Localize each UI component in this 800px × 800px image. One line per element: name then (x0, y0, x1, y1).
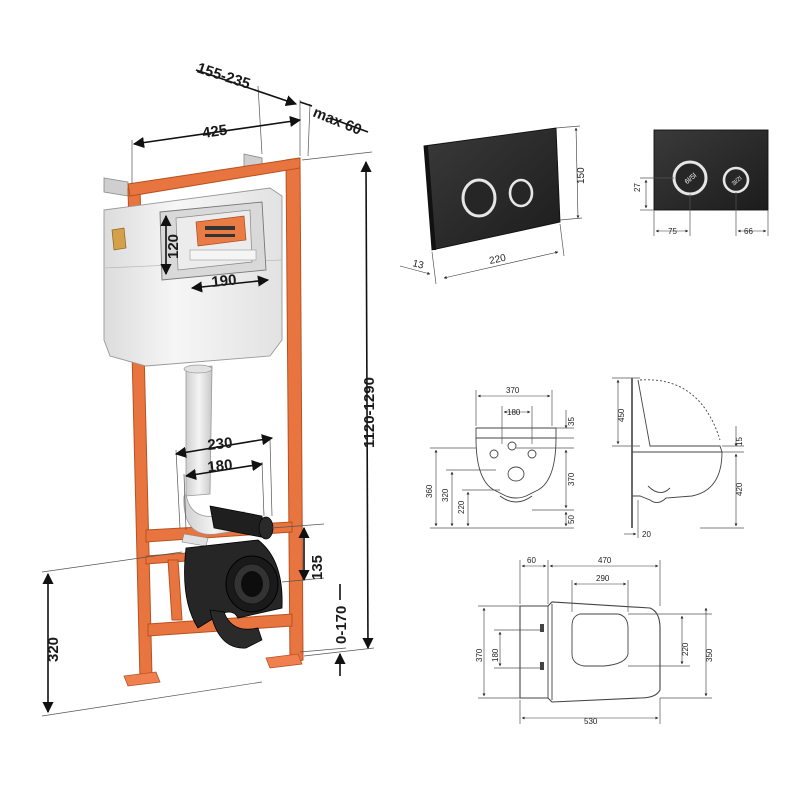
front-left-inner-label: 220 (457, 500, 466, 514)
plate-height-label: 150 (576, 167, 587, 184)
side-bottom-label: 420 (735, 482, 744, 496)
water-inlet (111, 227, 127, 251)
dim-floor-height: 320 (45, 637, 62, 662)
front-right-height-label: 370 (567, 472, 576, 486)
front-left-outer-label: 360 (425, 484, 434, 498)
bowl-side-view: 450 15 420 20 (612, 377, 744, 539)
top-right-inner-label: 220 (681, 642, 690, 656)
top-total-length-label: 530 (584, 717, 598, 726)
front-bottom-gap-label: 50 (567, 515, 576, 524)
front-width-top-label: 370 (506, 386, 520, 395)
small-button-label: 3l/2l (731, 176, 743, 188)
top-left-bracket (103, 177, 129, 197)
dim-top-offset: 155-235 (195, 60, 253, 93)
side-gap-label: 15 (735, 437, 744, 446)
top-rail (127, 157, 301, 197)
plate-width-label: 220 (488, 253, 507, 267)
top-length-label: 470 (598, 556, 612, 565)
side-foot-label: 20 (642, 530, 651, 539)
dim-pin-inner: 180 (207, 456, 234, 476)
dim-width: 425 (201, 122, 228, 142)
right-foot (265, 653, 303, 669)
left-foot (123, 671, 161, 687)
left-center-label: 75 (668, 227, 677, 236)
large-flush-button (461, 178, 497, 218)
front-left-mid-label: 320 (441, 488, 450, 502)
flush-valve (195, 215, 247, 247)
flush-pipe (181, 364, 274, 547)
small-flush-button (508, 178, 534, 208)
top-left-outer-label: 370 (475, 648, 484, 662)
dim-height: 1120-1290 (361, 377, 378, 448)
flush-plate-perspective: 150 220 13 (399, 125, 587, 285)
button-offset-label: 27 (633, 183, 642, 192)
right-center-label: 66 (744, 227, 753, 236)
dim-adjust: 0-170 (333, 606, 350, 644)
plate-thickness-label: 13 (411, 258, 425, 271)
front-inner-label: 180 (507, 408, 521, 417)
bowl-front-view: 370 180 35 370 50 360 320 220 (425, 386, 576, 529)
flush-plate-front: 6l/5l 3l/2l 27 75 66 (633, 129, 769, 236)
bowl-top-view: 60 470 290 530 370 180 220 350 (475, 556, 714, 726)
dim-pin-outer: 230 (207, 434, 234, 454)
dim-depth: max 60 (311, 104, 365, 139)
right-upright (285, 157, 304, 665)
dim-opening-width: 190 (211, 271, 238, 291)
front-top-gap-label: 35 (567, 417, 576, 426)
top-right-outer-label: 350 (705, 648, 714, 662)
cistern-tank (103, 187, 283, 367)
side-top-label: 450 (617, 408, 626, 422)
drain-elbow (184, 539, 283, 649)
dim-opening-height: 120 (165, 234, 182, 259)
brace (167, 559, 183, 621)
top-inner-length-label: 290 (596, 574, 610, 583)
top-left-inner-label: 180 (491, 648, 500, 662)
top-offset-label: 60 (527, 556, 536, 565)
dim-drain-height: 135 (309, 555, 326, 580)
